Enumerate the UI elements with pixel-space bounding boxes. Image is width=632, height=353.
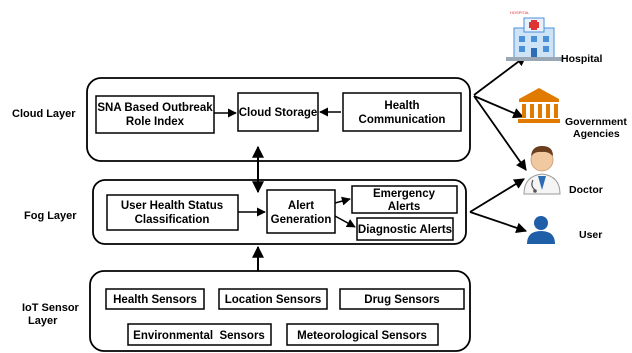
- health-sensors-label: Health Sensors: [113, 294, 197, 306]
- user-icon: [527, 216, 555, 244]
- cloud-storage-label: Cloud Storage: [239, 107, 318, 119]
- arrow-alert-to-diagnostic: [334, 215, 356, 228]
- cloud-layer-label: Cloud Layer: [12, 108, 76, 120]
- hospital-label: Hospital: [561, 53, 603, 65]
- emergency-alerts-label-line1: Emergency: [373, 188, 436, 200]
- iot-layer-label-line1: IoT Sensor: [22, 302, 80, 314]
- arrow-to-government: [473, 95, 524, 119]
- arrow-to-hospital: [473, 55, 527, 96]
- iot-layer-label-line2: Layer: [28, 315, 58, 327]
- drug-sensors-box: [339, 288, 465, 310]
- meteorological-sensors-box: [286, 323, 439, 346]
- government-label-line2: Agencies: [573, 128, 620, 140]
- meteorological-sensors-label: Meteorological Sensors: [297, 330, 427, 342]
- sna-outbreak-label-line2: Role Index: [126, 116, 185, 128]
- doctor-label: Doctor: [569, 184, 603, 196]
- user-health-status-label-line2: Classification: [135, 214, 210, 226]
- diagnostic-alerts-box: [356, 217, 454, 241]
- government-label-line1: Government: [565, 116, 627, 128]
- user-health-status-box: [106, 194, 239, 231]
- arrow-fog-to-doctor: [469, 178, 525, 213]
- environmental-sensors-label: Environmental Sensors: [133, 330, 265, 342]
- location-sensors-label: Location Sensors: [225, 294, 322, 306]
- health-communication-label-line1: Health: [384, 100, 419, 112]
- government-building-icon: [518, 88, 560, 123]
- emergency-alerts-box: [351, 185, 458, 214]
- doctor-icon: [523, 146, 561, 195]
- sna-outbreak-label-line1: SNA Based Outbreak: [97, 102, 213, 114]
- fog-layer-label: Fog Layer: [24, 210, 77, 222]
- user-health-status-label-line1: User Health Status: [121, 200, 223, 212]
- alert-generation-label-line1: Alert: [288, 200, 314, 212]
- hospital-icon: [506, 17, 562, 61]
- user-label: User: [579, 229, 602, 241]
- health-communication-box: [342, 92, 462, 132]
- alert-generation-box: [266, 189, 336, 234]
- location-sensors-box: [218, 288, 328, 310]
- hospital-sign-text: HOSPITAL: [510, 10, 530, 15]
- health-communication-label-line2: Communication: [359, 114, 446, 126]
- diagnostic-alerts-label: Diagnostic Alerts: [358, 224, 452, 236]
- environmental-sensors-box: [127, 323, 272, 346]
- sna-outbreak-box: [95, 95, 215, 134]
- arrow-to-doctor: [473, 95, 527, 171]
- emergency-alerts-label-line2: Alerts: [388, 201, 421, 213]
- cloud-storage-box: [237, 92, 319, 132]
- arrow-fog-to-user: [469, 211, 528, 233]
- drug-sensors-label: Drug Sensors: [364, 294, 439, 306]
- health-sensors-box: [105, 288, 205, 310]
- arrow-alert-to-emergency: [334, 196, 351, 206]
- alert-generation-label-line2: Generation: [271, 214, 332, 226]
